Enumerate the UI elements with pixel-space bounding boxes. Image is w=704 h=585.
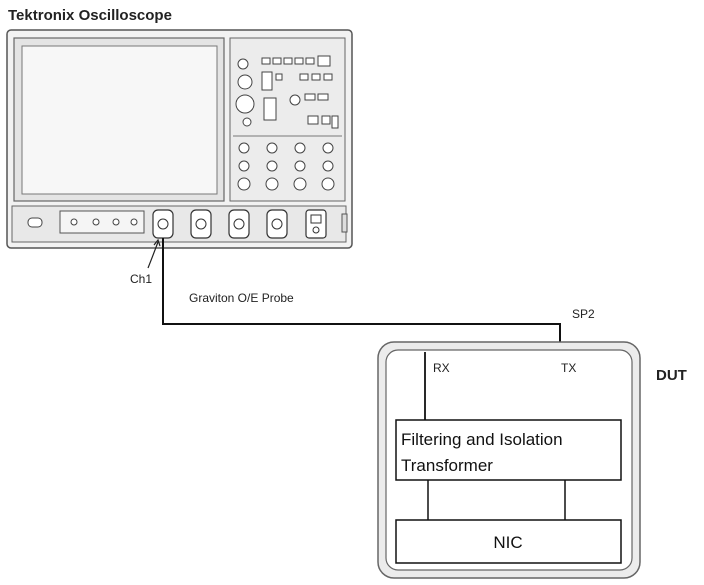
usb-port-icon <box>130 218 138 226</box>
ch1-label: Ch1 <box>130 272 152 286</box>
knob-icon <box>238 142 250 154</box>
knob-icon <box>235 94 255 114</box>
button-icon <box>307 115 319 125</box>
aux-input-connector <box>305 209 327 239</box>
knob-icon <box>322 142 334 154</box>
button-icon <box>294 57 304 65</box>
button-icon <box>317 55 331 67</box>
button-icon <box>283 57 293 65</box>
knob-icon <box>242 117 252 127</box>
control-panel <box>229 37 346 202</box>
rx-label: RX <box>433 361 450 375</box>
button-icon <box>299 73 309 81</box>
knob-icon <box>266 142 278 154</box>
button-icon <box>317 93 329 101</box>
ch1-arrowhead-icon <box>153 238 161 247</box>
probe-label: Graviton O/E Probe <box>189 291 294 305</box>
dut-label: DUT <box>656 367 687 384</box>
bnc-connector-icon <box>195 218 207 230</box>
knob-icon <box>237 58 249 70</box>
knob-icon <box>266 160 278 172</box>
button-icon <box>275 73 283 81</box>
oscilloscope <box>6 29 353 249</box>
knob-icon <box>265 177 279 191</box>
ch1-pointer-arrow <box>147 241 159 269</box>
channel-knobs <box>237 142 335 191</box>
button-icon <box>304 93 316 101</box>
button-icon <box>311 73 321 81</box>
knob-icon <box>293 177 307 191</box>
filter-transformer-block <box>395 419 622 481</box>
knob-icon <box>321 177 335 191</box>
button-icon <box>263 97 277 121</box>
knob-icon <box>238 160 250 172</box>
side-latch <box>341 213 348 233</box>
aux-port-icon <box>312 226 320 234</box>
aux-port-icon <box>310 214 322 224</box>
button-icon <box>305 57 315 65</box>
button-icon <box>261 57 271 65</box>
button-icon <box>323 73 333 81</box>
filter-block-label-line1: Filtering and Isolation <box>401 430 563 449</box>
knob-icon <box>322 160 334 172</box>
knob-icon <box>237 74 253 90</box>
knob-icon <box>294 142 306 154</box>
test-point-label: SP2 <box>572 307 595 321</box>
usb-port-icon <box>92 218 100 226</box>
button-icon <box>331 115 339 129</box>
power-button-icon <box>27 217 43 228</box>
usb-port-icon <box>112 218 120 226</box>
button-icon <box>272 57 282 65</box>
bnc-connector-icon <box>157 218 169 230</box>
knob-icon <box>289 94 301 106</box>
nic-label: NIC <box>493 533 522 552</box>
nic-block <box>395 519 622 564</box>
aux-panel <box>59 210 145 234</box>
bnc-connector-icon <box>233 218 245 230</box>
tx-label: TX <box>561 361 576 375</box>
usb-port-icon <box>70 218 78 226</box>
knob-icon <box>294 160 306 172</box>
bnc-connector-icon <box>271 218 283 230</box>
filter-block-label-line2: Transformer <box>401 456 493 475</box>
button-icon <box>321 115 331 125</box>
knob-icon <box>237 177 251 191</box>
oscilloscope-screen <box>21 45 218 195</box>
ch1-input-connector <box>152 209 174 239</box>
button-icon <box>261 71 273 91</box>
oscilloscope-title: Tektronix Oscilloscope <box>8 7 172 24</box>
